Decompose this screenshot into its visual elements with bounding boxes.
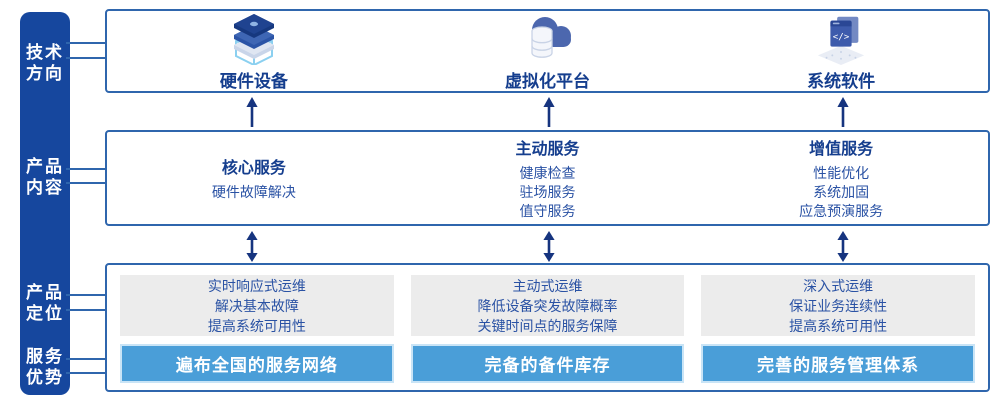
positioning-column-realtime: 实时响应式运维 解决基本故障 提高系统可用性 遍布全国的服务网络 — [120, 275, 394, 383]
service-column-title: 主动服务 — [515, 141, 580, 158]
positioning-line: 深入式运维 — [803, 277, 874, 294]
connector-line — [66, 358, 106, 360]
positioning-line: 解决基本故障 — [214, 297, 299, 314]
service-column-title: 增值服务 — [809, 141, 874, 158]
positioning-line: 保证业务连续性 — [789, 297, 888, 314]
positioning-line: 主动式运维 — [512, 277, 583, 294]
connector-line — [66, 294, 106, 296]
double-arrow — [837, 231, 849, 262]
sidebar-label-line: 技术 — [26, 43, 64, 62]
sidebar: 技术 方向 产品 内容 产品 定位 服务 优势 — [20, 12, 70, 395]
sidebar-label-line: 产品 — [26, 157, 64, 176]
tech-item-virtualization: 虚拟化平台 — [401, 11, 695, 92]
up-arrow — [837, 97, 849, 127]
connector-line — [66, 42, 106, 44]
service-item: 健康检查 — [519, 165, 576, 181]
advantage-banner: 完备的备件库存 — [410, 344, 685, 383]
advantage-banner: 遍布全国的服务网络 — [120, 344, 394, 383]
up-arrow — [246, 97, 258, 127]
sidebar-label-product-positioning: 产品 定位 — [20, 282, 70, 324]
cloud-database-icon — [530, 16, 571, 58]
connector-line — [66, 372, 106, 374]
service-column-proactive: 主动服务 健康检查 驻场服务 值守服务 — [401, 132, 695, 224]
sidebar-label-line: 方向 — [26, 64, 64, 83]
double-arrow — [246, 231, 258, 262]
sidebar-label-line: 内容 — [26, 178, 64, 197]
positioning-column-proactive: 主动式运维 降低设备突发故障概率 关键时间点的服务保障 完备的备件库存 — [410, 275, 685, 383]
connector-line — [66, 57, 106, 59]
positioning-line: 关键时间点的服务保障 — [477, 317, 618, 334]
sidebar-label-line: 优势 — [26, 368, 64, 387]
code-window-icon: </> — [818, 16, 865, 65]
product-positioning-box: 实时响应式运维 解决基本故障 提高系统可用性 遍布全国的服务网络 主动式运维 降… — [105, 263, 990, 392]
server-stack-icon — [233, 13, 274, 65]
up-arrow — [543, 97, 555, 127]
sidebar-label-line: 定位 — [26, 304, 64, 323]
connector-line — [66, 182, 106, 184]
tech-item-label: 虚拟化平台 — [505, 71, 590, 91]
positioning-line: 降低设备突发故障概率 — [477, 297, 618, 314]
sidebar-label-line: 服务 — [26, 347, 64, 366]
advantage-banner: 完善的服务管理体系 — [701, 344, 976, 383]
tech-item-label: 系统软件 — [807, 71, 876, 91]
positioning-panel: 主动式运维 降低设备突发故障概率 关键时间点的服务保障 — [410, 275, 685, 336]
service-column-core: 核心服务 硬件故障解决 — [107, 132, 401, 224]
tech-direction-box: 硬件设备 虚拟化平台 — [105, 9, 990, 93]
service-item: 硬件故障解决 — [211, 184, 296, 200]
tech-item-hardware: 硬件设备 — [107, 11, 401, 92]
svg-text:</>: </> — [833, 31, 850, 42]
positioning-column-deep: 深入式运维 保证业务连续性 提高系统可用性 完善的服务管理体系 — [701, 275, 976, 383]
tech-item-label: 硬件设备 — [219, 71, 288, 91]
service-item: 系统加固 — [813, 184, 870, 200]
connector-line — [66, 309, 106, 311]
positioning-line: 提高系统可用性 — [207, 317, 306, 334]
sidebar-label-line: 产品 — [26, 283, 64, 302]
double-arrow — [543, 231, 555, 262]
positioning-line: 实时响应式运维 — [207, 277, 306, 294]
service-column-value-added: 增值服务 性能优化 系统加固 应急预演服务 — [694, 132, 988, 224]
sidebar-label-tech-direction: 技术 方向 — [20, 42, 70, 84]
service-item: 应急预演服务 — [799, 203, 884, 219]
service-item: 性能优化 — [813, 165, 870, 181]
service-column-title: 核心服务 — [221, 160, 286, 177]
positioning-line: 提高系统可用性 — [789, 317, 888, 334]
positioning-panel: 深入式运维 保证业务连续性 提高系统可用性 — [701, 275, 976, 336]
service-item: 值守服务 — [519, 203, 576, 219]
product-content-box: 核心服务 硬件故障解决 主动服务 健康检查 驻场服务 值守服务 增值服务 性能优… — [105, 130, 990, 226]
sidebar-label-service-advantage: 服务 优势 — [20, 346, 70, 388]
service-item: 驻场服务 — [519, 184, 576, 200]
sidebar-label-product-content: 产品 内容 — [20, 156, 70, 198]
positioning-panel: 实时响应式运维 解决基本故障 提高系统可用性 — [120, 275, 394, 336]
connector-line — [66, 168, 106, 170]
tech-item-system-software: </> 系统软件 — [694, 11, 988, 92]
